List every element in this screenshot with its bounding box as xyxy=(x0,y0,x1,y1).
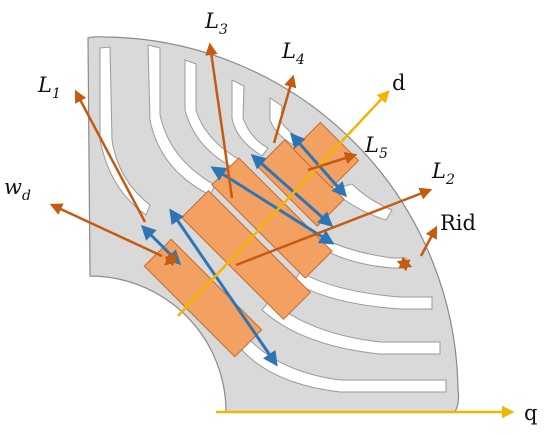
label-d-axis: d xyxy=(392,71,405,95)
callout-L3 xyxy=(205,42,234,199)
length-arrow-2 xyxy=(169,208,278,367)
callout-rid-a xyxy=(396,256,413,272)
label-rid: Rid xyxy=(440,211,476,235)
flux-barrier-1 xyxy=(99,46,151,216)
callout-L5 xyxy=(307,152,358,172)
callout-arrows xyxy=(49,42,438,272)
d-axis-line xyxy=(177,90,390,317)
label-wd: wd xyxy=(4,175,31,204)
label-L2: L2 xyxy=(431,159,455,188)
callout-L4 xyxy=(272,74,297,144)
flux-barrier-9 xyxy=(261,299,441,355)
label-L3: L3 xyxy=(204,9,228,38)
callout-L1 xyxy=(74,89,147,223)
callout-wd-leader xyxy=(49,203,163,258)
label-L1: L1 xyxy=(37,73,61,102)
label-L4: L4 xyxy=(281,39,305,68)
label-L5: L5 xyxy=(364,133,388,162)
flux-barrier-8 xyxy=(293,271,433,310)
flux-barrier-4 xyxy=(231,79,269,157)
label-q-axis: q xyxy=(524,401,537,425)
callout-wd xyxy=(164,252,178,267)
callout-rid-b xyxy=(419,225,438,257)
callout-L2 xyxy=(235,187,433,267)
